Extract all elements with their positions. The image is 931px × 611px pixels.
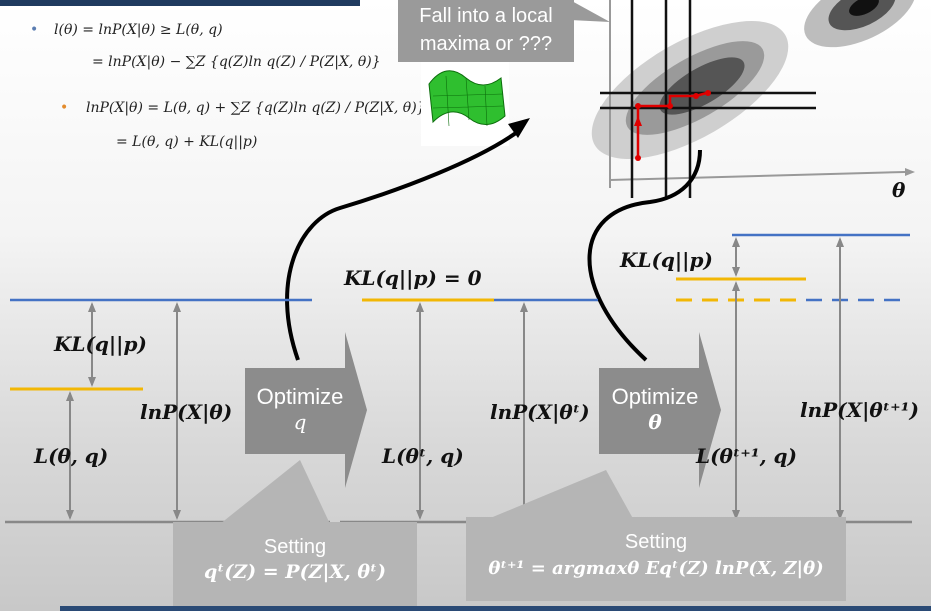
optimize-q-box: Optimize q [245,384,355,434]
local-maxima-callout: Fall into a local maxima or ??? [398,0,574,62]
formula-block: • l(θ) = lnP(X|θ) ≥ L(θ, q) = lnP(X|θ) −… [30,18,426,158]
bullet-icon: • [60,100,69,116]
panel-2-L-label: L(θᵗ, q) [382,444,464,468]
surface-image [421,56,509,146]
callout-pointer [570,0,610,22]
optimize-theta-title: Optimize [611,384,699,409]
formula-line-2: = lnP(X|θ) − ∑Z {q(Z)ln q(Z) / P(Z|X, θ)… [92,54,381,70]
optimize-q-title: Optimize [256,384,344,409]
setting-theta-formula: θᵗ⁺¹ = argmaxθ Eqᵗ(Z) lnP(X, Z|θ) [488,558,824,579]
optimize-q-arrow-shape [245,332,367,488]
panel-3-lnP-label: lnP(X|θᵗ⁺¹) [800,398,919,422]
setting-q-formula: qᵗ(Z) = P(Z|X, θᵗ) [203,561,387,583]
setting-theta-pointer [476,470,636,524]
formula-line-4: = L(θ, q) + KL(q||p) [116,134,258,150]
contour-plot [591,0,916,198]
setting-theta-title: Setting [624,531,688,553]
optimize-theta-var: θ [648,410,662,434]
setting-q-title: Setting [263,536,327,558]
panel-1-kl-label: KL(q||p) [54,332,147,356]
bullet-icon: • [30,22,39,38]
formula-line-1: l(θ) = lnP(X|θ) ≥ L(θ, q) [54,22,223,38]
formula-line-3: lnP(X|θ) = L(θ, q) + ∑Z {q(Z)ln q(Z) / P… [86,100,426,116]
top-strip [0,0,360,6]
callout-text: Fall into a local maxima or ??? [419,5,553,55]
panel-3-L-label: L(θᵗ⁺¹, q) [696,444,797,468]
panel-2-lnP-label: lnP(X|θᵗ) [490,400,590,424]
bottom-strip [60,606,931,611]
setting-q-box: Setting qᵗ(Z) = P(Z|X, θᵗ) [173,522,417,606]
setting-q-pointer [220,460,330,524]
panel-1-L-label: L(θ, q) [34,444,109,468]
panel-1-lnP-label: lnP(X|θ) [140,400,233,424]
setting-theta-box: Setting θᵗ⁺¹ = argmaxθ Eqᵗ(Z) lnP(X, Z|θ… [466,517,846,601]
optimize-q-var: q [293,410,307,434]
optimize-theta-box: Optimize θ [599,384,711,434]
optimize-theta-arrow-shape [599,332,721,488]
theta-axis-label: θ [892,178,906,202]
panel-2-kl-label: KL(q||p) = 0 [344,266,482,290]
panel-3-kl-label: KL(q||p) [620,248,713,272]
